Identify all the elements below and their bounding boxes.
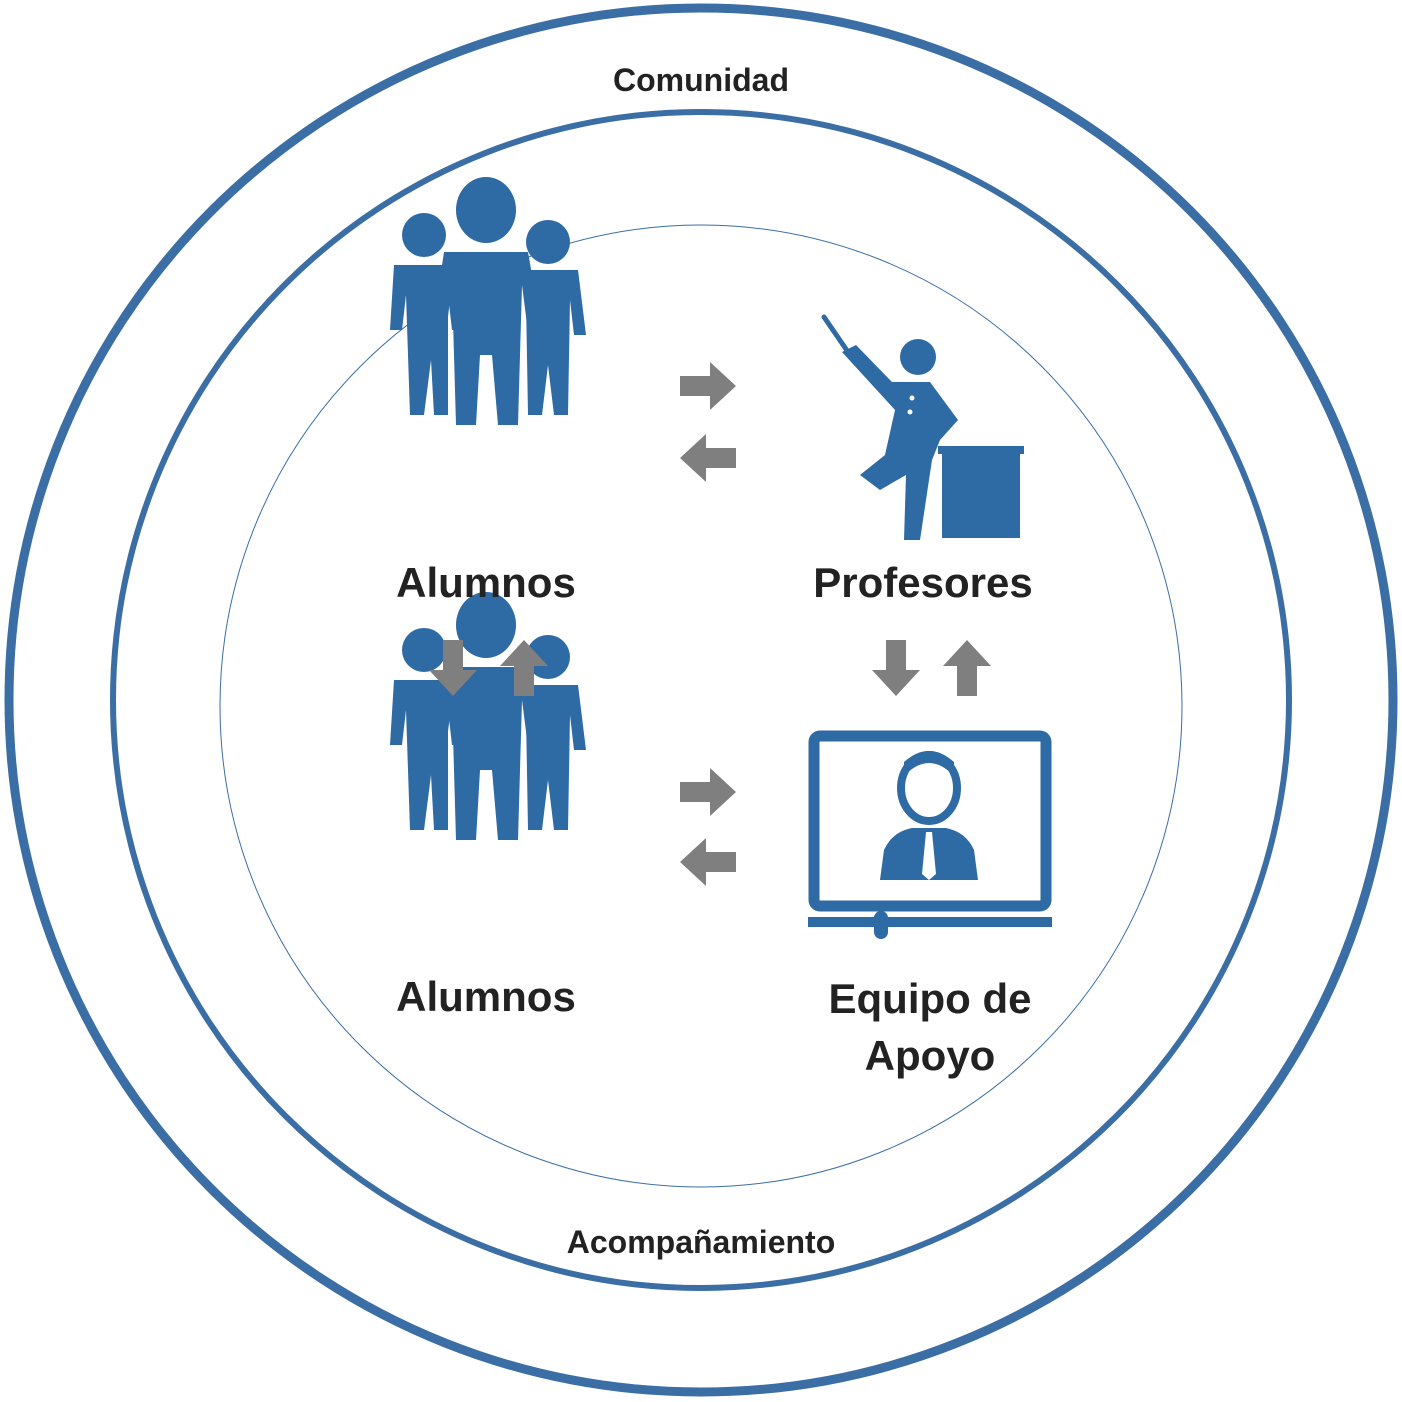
- support-team-label-line1: Equipo de: [828, 975, 1032, 1022]
- students-bottom-label: Alumnos: [396, 973, 576, 1020]
- group-of-people-icon: [390, 592, 586, 840]
- arrow-left-icon: [680, 434, 736, 482]
- inner-ring: [219, 224, 1183, 1188]
- outer-ring-label: Comunidad: [613, 62, 789, 98]
- teachers-label: Profesores: [813, 559, 1033, 606]
- middle-ring-acompanamiento: [110, 109, 1292, 1291]
- arrow-up-icon: [943, 640, 991, 696]
- monitor-person-icon: [808, 730, 1052, 939]
- arrow-down-icon: [872, 640, 920, 696]
- support-team-label-line2: Apoyo: [864, 1032, 996, 1079]
- students-top-label: Alumnos: [396, 559, 576, 606]
- arrow-right-icon: [680, 768, 736, 816]
- arrow-right-icon: [680, 362, 736, 410]
- teacher-at-desk-icon: [821, 314, 1024, 540]
- middle-ring-label: Acompañamiento: [566, 1224, 836, 1260]
- exchange-arrows-students-support: [680, 768, 736, 886]
- exchange-arrows-teachers-support: [872, 640, 991, 696]
- exchange-arrows-students-teachers: [680, 362, 736, 482]
- outer-ring-comunidad: [4, 3, 1398, 1397]
- arrow-left-icon: [680, 838, 736, 886]
- group-of-people-icon: [390, 177, 586, 425]
